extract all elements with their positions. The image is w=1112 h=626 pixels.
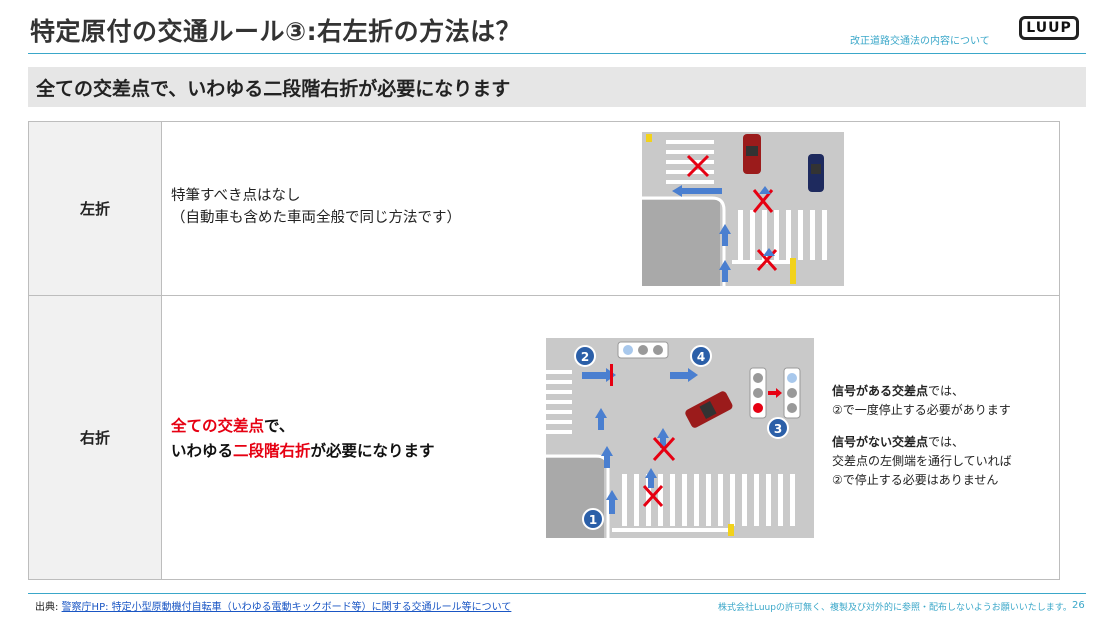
signal-note-1-line-1: 信号がある交差点では、 [832,382,1012,401]
svg-text:2: 2 [581,350,589,364]
svg-text:1: 1 [589,513,597,527]
two-stage-turn-emphasis: 二段階右折 [233,442,311,460]
unsignalized-intersection-label: 信号がない交差点 [832,435,929,449]
right-turn-line-2: いわゆる二段階右折が必要になります [171,439,435,464]
summary-banner: 全ての交差点で、いわゆる二段階右折が必要になります [28,67,1086,107]
right-turn-line-1: 全ての交差点で、 [171,414,435,439]
rules-table: 左折 特筆すべき点はなし （自動車も含めた車両全般で同じ方法です） [28,121,1060,580]
luup-logo: LUUP [1019,16,1079,40]
signal-note-2-rest: では、 [928,435,965,449]
row-head-right-turn: 右折 [28,295,162,580]
copyright-notice: 株式会社Luupの許可無く、複製及び対外的に参照・配布しないようお願いいたします… [718,603,1072,613]
step-marker-1: 1 [582,508,604,530]
section-label: 改正道路交通法の内容について [850,36,990,47]
signal-note-2-line-1: 信号がない交差点では、 [832,433,1012,452]
banner-text: 全ての交差点で、いわゆる二段階右折が必要になります [36,78,511,100]
all-intersections-emphasis: 全ての交差点 [171,417,265,435]
signal-note-2-line-3: ②で停止する必要はありません [832,473,999,487]
source-citation: 出典: 警察庁HP: 特定小型原動機付自転車（いわゆる電動キックボード等）に関す… [35,598,511,613]
left-turn-description: 特筆すべき点はなし （自動車も含めた車両全般で同じ方法です） [171,185,461,229]
left-turn-line-1: 特筆すべき点はなし [171,188,301,204]
signalized-intersection-label: 信号がある交差点 [832,384,929,398]
table-row-right-turn: 右折 全ての交差点で、 いわゆる二段階右折が必要になります [28,295,1060,580]
table-row-left-turn: 左折 特筆すべき点はなし （自動車も含めた車両全般で同じ方法です） [28,121,1060,296]
left-turn-illustration [642,132,844,286]
step-marker-4: 4 [690,345,712,367]
right-turn-line-2-post: が必要になります [310,442,435,460]
right-turn-line-2-pre: いわゆる [171,442,234,460]
page-title: 特定原付の交通ルール③:右左折の方法は？ [30,17,522,46]
step-marker-3: 3 [767,417,789,439]
row-body-right-turn: 全ての交差点で、 いわゆる二段階右折が必要になります [161,295,1060,580]
signal-note-2-line-2: 交差点の左側端を通行していれば [832,454,1012,468]
right-turn-description: 全ての交差点で、 いわゆる二段階右折が必要になります [171,414,435,464]
source-label: 出典: [35,602,62,613]
row-head-left-turn: 左折 [28,121,162,296]
signal-notes: 信号がある交差点では、 ②で一度停止する必要があります 信号がない交差点では、 … [832,382,1012,490]
source-link[interactable]: 警察庁HP: 特定小型原動機付自転車（いわゆる電動キックボード等）に関する交通ル… [61,602,512,613]
svg-text:3: 3 [774,422,782,436]
header-divider [28,53,1086,54]
page-number: 26 [1072,600,1085,611]
row-body-left-turn: 特筆すべき点はなし （自動車も含めた車両全般で同じ方法です） [161,121,1060,296]
left-turn-line-2: （自動車も含めた車両全般で同じ方法です） [171,210,461,226]
signal-note-1-rest: では、 [928,384,965,398]
signal-note-1-line-2: ②で一度停止する必要があります [832,403,1011,417]
step-marker-2: 2 [574,345,596,367]
footer-divider [28,593,1086,594]
right-turn-illustration: 1 2 3 4 [546,338,814,538]
svg-text:4: 4 [697,350,705,364]
right-turn-line-1-rest: で、 [264,417,295,435]
